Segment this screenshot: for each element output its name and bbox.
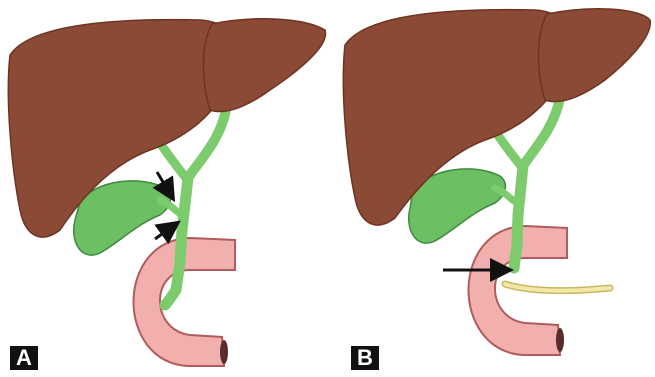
liver-left-lobe-a (204, 19, 326, 112)
panel-label-b: B (351, 346, 379, 370)
duodenum-lumen-a (220, 340, 228, 364)
panel-b (343, 9, 650, 355)
duodenum-lumen-b (556, 328, 564, 352)
arrow-icon (155, 224, 176, 239)
liver-left-lobe-b (539, 9, 651, 102)
panel-label-a: A (10, 346, 38, 370)
panel-a (8, 19, 325, 366)
